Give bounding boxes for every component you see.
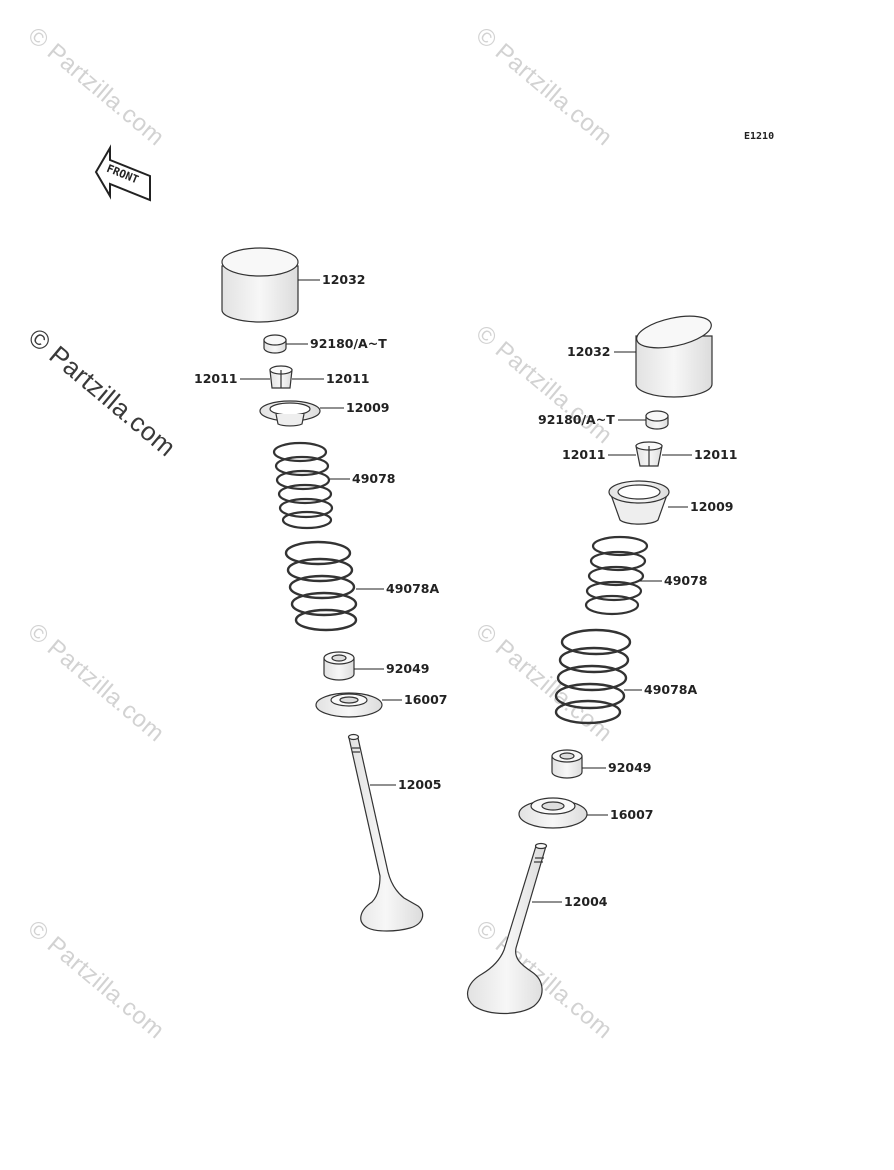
part-number: 49078	[352, 471, 396, 486]
part-number: 12011	[694, 447, 738, 462]
left-valve	[347, 733, 424, 932]
part-number: 12004	[564, 894, 608, 909]
right-outer-spring	[554, 628, 632, 725]
right-valve	[466, 842, 548, 1015]
part-number: 12009	[346, 400, 390, 415]
part-number: 12009	[690, 499, 734, 514]
right-cotter	[635, 441, 663, 467]
right-inner-spring	[584, 535, 649, 616]
part-number: 92049	[608, 760, 652, 775]
part-number: 12011	[194, 371, 238, 386]
part-number: 12005	[398, 777, 442, 792]
part-number: 12011	[326, 371, 370, 386]
part-number: 12032	[322, 272, 366, 287]
left-inner-spring	[272, 441, 334, 530]
left-shim	[263, 334, 287, 354]
part-number: 92180/A~T	[310, 336, 387, 351]
left-stem-seal	[323, 651, 355, 681]
left-leader-lines	[240, 279, 402, 786]
part-number: 92049	[386, 661, 430, 676]
front-arrow-icon: FRONT	[94, 144, 151, 202]
left-labels: 12032 92180/A~T 12011 12011 12009 49078 …	[194, 272, 448, 792]
right-tappet	[635, 315, 713, 398]
right-stem-seal	[551, 749, 583, 779]
left-cotter	[269, 365, 293, 389]
left-tappet	[221, 247, 299, 323]
part-number: 16007	[404, 692, 448, 707]
left-outer-spring	[284, 540, 358, 632]
part-number: 92180/A~T	[538, 412, 615, 427]
diagram-code: E1210	[744, 131, 775, 142]
part-number: 12011	[562, 447, 606, 462]
part-number: 49078	[664, 573, 708, 588]
left-retainer	[259, 400, 321, 427]
part-number: 49078A	[644, 682, 697, 697]
right-leader-lines	[532, 351, 692, 903]
part-number: 16007	[610, 807, 654, 822]
right-retainer	[608, 480, 670, 525]
part-number: 12032	[567, 344, 611, 359]
right-shim	[645, 410, 669, 430]
right-spring-seat	[518, 797, 588, 829]
left-spring-seat	[315, 692, 383, 718]
part-number: 49078A	[386, 581, 439, 596]
right-labels: 12032 92180/A~T 12011 12011 12009 49078 …	[538, 344, 738, 909]
